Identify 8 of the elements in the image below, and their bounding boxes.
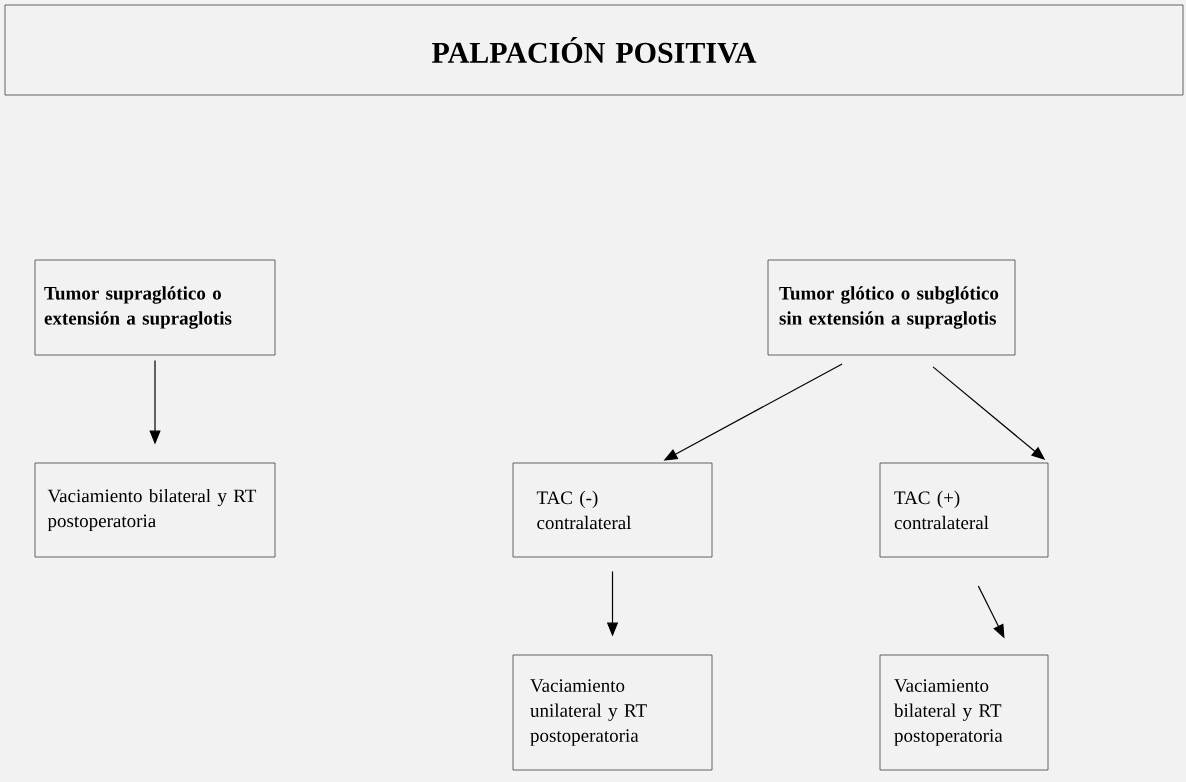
process-box: Tumor glótico o subglótico sin extensión a supraglotis [767, 259, 1016, 356]
process-box: Vaciamiento bilateral y RT postoperatoria [34, 462, 276, 558]
title-box: PALPACIÓN POSITIVA [4, 4, 1184, 96]
process-box: Tumor supraglótico o extensión a supraglotis [34, 259, 276, 356]
process-box: Vaciamiento unilateral y RT postoperatoria [512, 654, 713, 771]
process-box: TAC (+) contralateral [879, 462, 1049, 558]
process-box: TAC (-) contralateral [512, 462, 713, 558]
process-box: Vaciamiento bilateral y RT postoperatoria [879, 654, 1049, 771]
